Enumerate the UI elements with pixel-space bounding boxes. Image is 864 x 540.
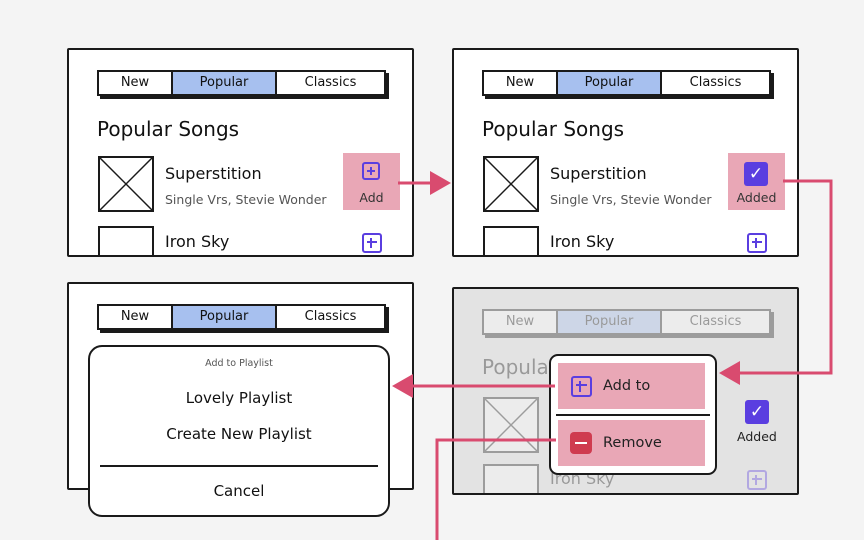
playlist-sheet: Add to Playlist Lovely Playlist Create N…: [88, 345, 390, 517]
action-popover: Add to Playlist Remove: [549, 354, 717, 475]
remove-label: Remove: [603, 435, 662, 451]
tab-popular[interactable]: Popular: [173, 306, 277, 328]
add-button[interactable]: Add: [343, 153, 400, 210]
section-title-partial: Popula: [482, 355, 549, 379]
divider: [100, 465, 378, 467]
cancel-button[interactable]: Cancel: [213, 482, 265, 500]
remove-button[interactable]: Remove: [558, 420, 705, 466]
song-title: Iron Sky: [165, 232, 230, 251]
check-square-icon[interactable]: ✓: [745, 400, 769, 424]
plus-square-icon: [747, 470, 767, 490]
song-title: Superstition: [165, 164, 262, 183]
album-art-placeholder: [98, 226, 154, 255]
screen-popular-added: New Popular Classics Popular Songs Super…: [452, 48, 799, 257]
plus-square-icon[interactable]: [362, 233, 382, 253]
tab-classics[interactable]: Classics: [689, 75, 742, 90]
album-art-placeholder: [98, 156, 154, 212]
tab-new: New: [484, 311, 558, 333]
tab-popular[interactable]: Popular: [173, 72, 277, 94]
album-art-placeholder: [483, 226, 539, 255]
section-title: Popular Songs: [97, 117, 240, 141]
image-placeholder-icon: [485, 399, 537, 451]
added-button[interactable]: ✓ Added: [728, 153, 785, 210]
tab-bar: New Popular Classics: [482, 309, 771, 335]
screen-popular-default: New Popular Classics Popular Songs Super…: [67, 48, 414, 257]
added-label: Added: [736, 190, 777, 205]
plus-square-icon: [362, 162, 380, 180]
section-title: Popular Songs: [482, 117, 625, 141]
song-meta: Single Vrs, Stevie Wonder: [550, 192, 712, 207]
album-art-placeholder: [483, 156, 539, 212]
album-art-placeholder: [483, 464, 539, 493]
plus-square-icon: [571, 376, 592, 397]
tab-popular: Popular: [558, 311, 662, 333]
plus-square-icon[interactable]: [747, 233, 767, 253]
create-playlist-option[interactable]: Create New Playlist: [166, 425, 312, 443]
tab-bar: New Popular Classics: [97, 70, 386, 96]
playlist-option[interactable]: Lovely Playlist: [185, 389, 293, 407]
tab-new[interactable]: New: [99, 72, 173, 94]
tab-new[interactable]: New: [484, 72, 558, 94]
image-placeholder-icon: [485, 158, 537, 210]
image-placeholder-icon: [100, 158, 152, 210]
added-label: Added: [737, 429, 777, 444]
divider: [556, 414, 710, 416]
tab-bar: New Popular Classics: [482, 70, 771, 96]
album-art-placeholder: [483, 397, 539, 453]
song-title: Iron Sky: [550, 232, 615, 251]
minus-square-icon: [570, 432, 592, 454]
tab-new[interactable]: New: [99, 306, 173, 328]
tab-popular[interactable]: Popular: [558, 72, 662, 94]
song-meta: Single Vrs, Stevie Wonder: [165, 192, 327, 207]
sheet-header: Add to Playlist: [205, 358, 273, 369]
song-title: Superstition: [550, 164, 647, 183]
add-to-playlist-button[interactable]: Add to Playlist: [558, 363, 705, 440]
tab-classics[interactable]: Classics: [304, 309, 357, 324]
add-label: Add: [359, 190, 384, 205]
tab-classics[interactable]: Classics: [304, 75, 357, 90]
tab-classics: Classics: [689, 314, 742, 329]
check-square-icon: ✓: [744, 162, 768, 186]
tab-bar: New Popular Classics: [97, 304, 386, 330]
